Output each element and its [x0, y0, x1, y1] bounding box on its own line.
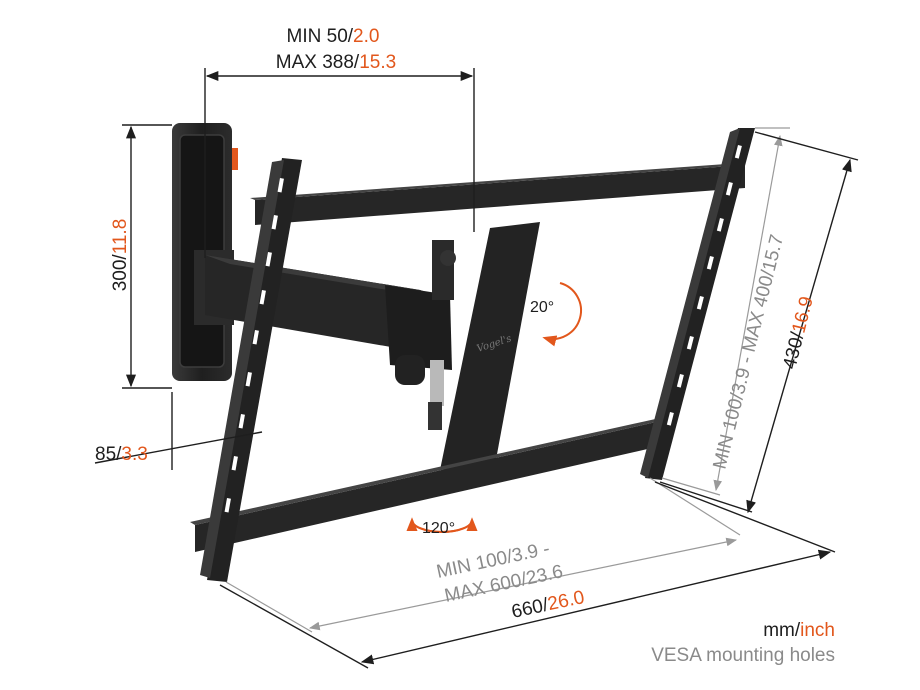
- swivel-angle-label: 120°: [422, 520, 455, 537]
- swivel-angle-indicator: 120°: [406, 517, 478, 537]
- orange-tab-icon: [232, 148, 238, 170]
- tilt-angle-label: 20°: [530, 299, 554, 316]
- height-label: 430/16.9: [779, 294, 817, 371]
- plate-height-label: 300/11.8: [110, 219, 131, 292]
- vesa-v-label: MIN 100/3.9 - MAX 400/15.7: [709, 232, 788, 471]
- depth-label: 85/3.3: [95, 444, 148, 465]
- units-legend: mm/inch VESA mounting holes: [651, 620, 835, 666]
- tv-mount-illustration: Vogel's: [172, 123, 755, 582]
- units-label: mm/inch: [763, 620, 835, 641]
- tilt-plate: [440, 222, 540, 470]
- arm-max-label: MAX 388/15.3: [276, 52, 396, 73]
- plate-height-dimension: 300/11.8: [110, 124, 172, 389]
- arm-extension-dimension: MIN 50/2.0 MAX 388/15.3: [204, 26, 475, 258]
- arm-min-label: MIN 50/2.0: [287, 26, 380, 47]
- depth-dimension: 85/3.3: [94, 392, 263, 470]
- left-vesa-bar: [200, 158, 302, 582]
- width-label: 660/26.0: [510, 587, 587, 623]
- tilt-angle-indicator: 20°: [530, 282, 582, 347]
- vesa-caption: VESA mounting holes: [651, 645, 835, 666]
- top-rail: [255, 165, 745, 225]
- bottom-rail: [195, 420, 665, 552]
